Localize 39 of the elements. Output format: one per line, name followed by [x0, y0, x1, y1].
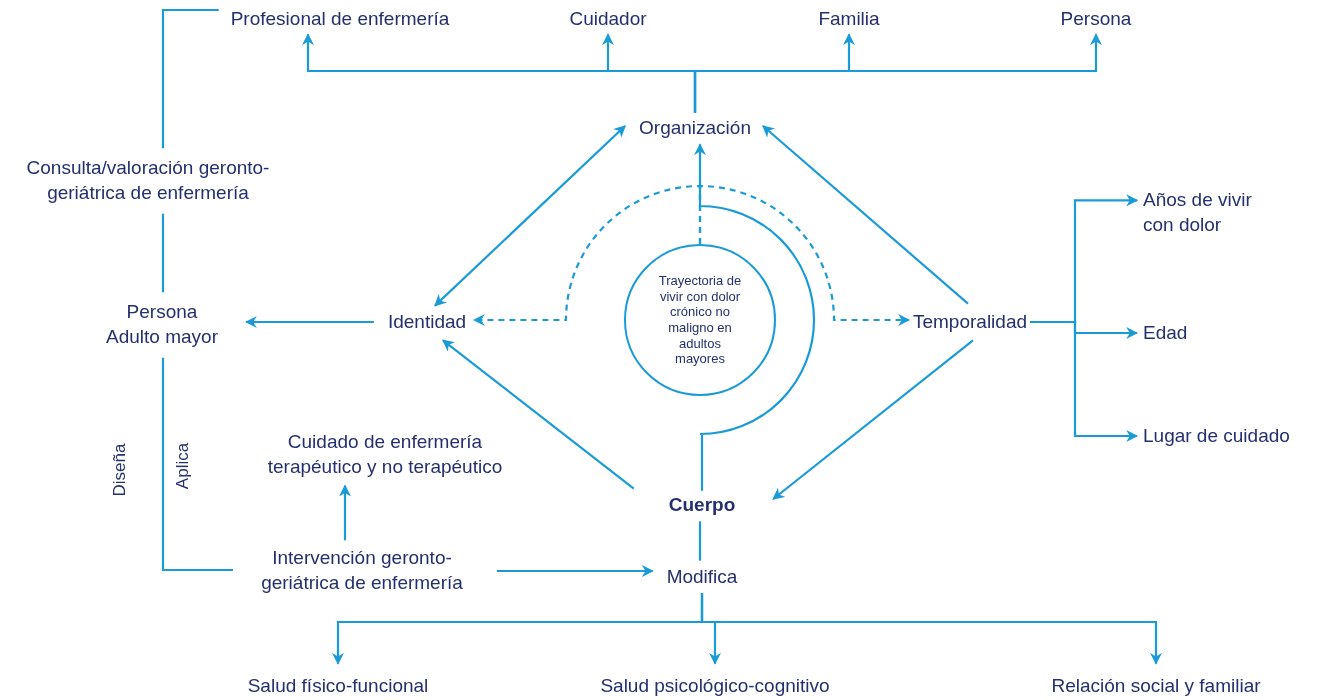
arrow [442, 339, 635, 490]
concept-label: Edad [1143, 320, 1188, 345]
concept-label: Intervención geronto-geriátrica de enfermería [260, 546, 464, 595]
arrow [694, 143, 815, 491]
connector-line [161, 357, 233, 572]
arrow [339, 484, 351, 541]
connector-line [161, 213, 165, 293]
arrow [497, 565, 654, 577]
arrow [772, 339, 974, 500]
arrow [698, 184, 911, 326]
connector-line [698, 521, 702, 561]
arrow [700, 593, 1162, 665]
relation-label: Aplica [173, 442, 193, 490]
concept-label: Temporalidad [912, 309, 1028, 334]
concept-label: Cuerpo [668, 492, 736, 517]
relation-label: Diseña [110, 443, 130, 497]
concept-label: Años de vivir con dolor [1143, 188, 1253, 237]
arrow [762, 125, 969, 305]
arrow [472, 184, 702, 326]
arrow [693, 33, 1102, 113]
arrow [1030, 320, 1139, 442]
concept-label: Persona [1060, 6, 1132, 31]
concept-label: Identidad [387, 309, 467, 334]
concept-label: Consulta/valoración geronto-geriátrica de enfermería [25, 156, 271, 205]
concept-label: Modifica [666, 564, 738, 589]
concept-label: Salud psicológico-cognitivo [600, 673, 830, 698]
concept-label: Trayectoria de vivir con dolor crónico no maligno en adultos mayores [657, 273, 743, 367]
concept-label: Relación social y familiar [1051, 673, 1261, 698]
concept-label: Cuidador [569, 6, 647, 31]
concept-label: Organización [639, 115, 751, 140]
concept-label: Cuidado de enfermería terapéutico y no terapéutico [266, 430, 504, 479]
concept-label: Salud físico-funcional [247, 673, 429, 698]
connector-line [161, 8, 219, 149]
arrow [434, 125, 626, 307]
concept-label: Persona Adulto mayor [105, 300, 219, 349]
concept-label: Familia [818, 6, 880, 31]
concept-label: Lugar de cuidado [1143, 423, 1290, 448]
concept-label: Profesional de enfermería [230, 6, 450, 31]
arrow [244, 316, 374, 328]
